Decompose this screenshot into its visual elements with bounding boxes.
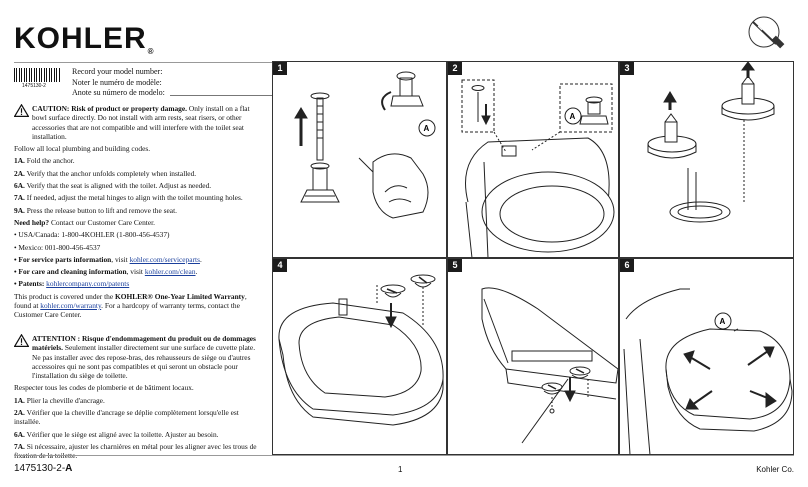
step-number-2: 2 — [448, 62, 462, 75]
step-panel-3: 3 — [619, 61, 794, 258]
caution-triangle-icon — [14, 334, 29, 347]
kohler-logo: KOHLER® — [14, 22, 155, 56]
company-name: Kohler Co. — [756, 465, 794, 474]
step-panel-4: 4 — [272, 258, 447, 455]
care-cleaning-link[interactable]: kohler.com/clean — [144, 267, 196, 277]
step-5-illustration — [481, 287, 618, 444]
patents: • Patents: kohlercompany.com/patents — [14, 279, 130, 289]
document-number: 1475130-2-A — [14, 463, 73, 474]
caution-triangle-icon — [14, 104, 29, 117]
footer-divider — [14, 455, 794, 456]
step-4-illustration — [278, 274, 444, 426]
barcode — [14, 68, 60, 82]
english-instructions: CAUTION: Risk of product or property dam… — [14, 104, 264, 323]
step-panel-6: 6 A — [619, 258, 794, 455]
french-instructions: ATTENTION : Risque d'endommagement du pr… — [14, 334, 264, 464]
step-6a-fr: 6A. Vérifier que le siège est aligné ave… — [14, 429, 219, 439]
warranty-link[interactable]: kohler.com/warranty — [40, 301, 102, 311]
step-6a-en: 6A. Verify that the seat is aligned with… — [14, 181, 212, 191]
step-1a-fr: 1A. Plier la cheville d'ancrage. — [14, 395, 105, 405]
step-number-1: 1 — [273, 62, 287, 75]
step-3-illustration — [647, 62, 775, 223]
step-9a-en: 9A. Press the release button to lift and… — [14, 205, 177, 215]
warranty: This product is covered under the KOHLER… — [14, 291, 247, 320]
barcode-number: 1475130-2 — [22, 83, 46, 89]
model-number-line — [170, 95, 278, 96]
step-number-6: 6 — [620, 259, 634, 272]
callout-a-2: A — [570, 112, 576, 121]
step-2a-en: 2A. Verify that the anchor unfolds compl… — [14, 168, 197, 178]
step-7a-fr: 7A. Si nécessaire, ajuster les charnière… — [14, 441, 257, 461]
caution-fr: ATTENTION : Risque d'endommagement du pr… — [14, 334, 264, 380]
callout-a-1: A — [424, 124, 430, 133]
step-1a-en: 1A. Fold the anchor. — [14, 156, 75, 166]
model-prompt-es: Anote su número de modelo: — [72, 88, 165, 97]
codes-fr: Respecter tous les codes de plomberie et… — [14, 383, 194, 393]
step-7a-en: 7A. If needed, adjust the metal hinges t… — [14, 193, 243, 203]
caution-en: CAUTION: Risk of product or property dam… — [14, 104, 264, 141]
model-prompt-en: Record your model number: — [72, 67, 163, 76]
step-1-illustration: A — [294, 71, 436, 219]
screwdriver-icon — [748, 16, 785, 49]
care-cleaning: • For care and cleaning information, vis… — [14, 267, 198, 277]
service-parts-link[interactable]: kohler.com/serviceparts — [129, 254, 200, 264]
page-number: 1 — [398, 465, 403, 474]
model-number-prompts: Record your model number: Noter le numér… — [72, 67, 165, 99]
phone-usa: • USA/Canada: 1-800-4KOHLER (1-800-456-4… — [14, 230, 170, 240]
step-6-illustration: A — [623, 288, 793, 454]
patents-link[interactable]: kohlercompany.com/patents — [46, 279, 130, 289]
step-2-illustration: A — [461, 79, 615, 257]
step-panel-1: 1 A — [272, 61, 447, 258]
step-number-3: 3 — [620, 62, 634, 75]
step-number-5: 5 — [448, 259, 462, 272]
step-panel-5: 5 — [447, 258, 619, 455]
model-prompt-fr: Noter le numéro de modèle: — [72, 77, 162, 87]
callout-a-6: A — [720, 317, 726, 326]
step-panel-2: 2 A — [447, 61, 619, 258]
codes-en: Follow all local plumbing and building c… — [14, 144, 151, 154]
step-number-4: 4 — [273, 259, 287, 272]
need-help: Need help? Contact our Customer Care Cen… — [14, 217, 156, 227]
phone-mexico: • Mexico: 001-800-456-4537 — [14, 242, 101, 252]
service-parts: • For service parts information, visit k… — [14, 254, 202, 264]
step-2a-fr: 2A. Vérifier que la cheville d'ancrage s… — [14, 408, 239, 427]
